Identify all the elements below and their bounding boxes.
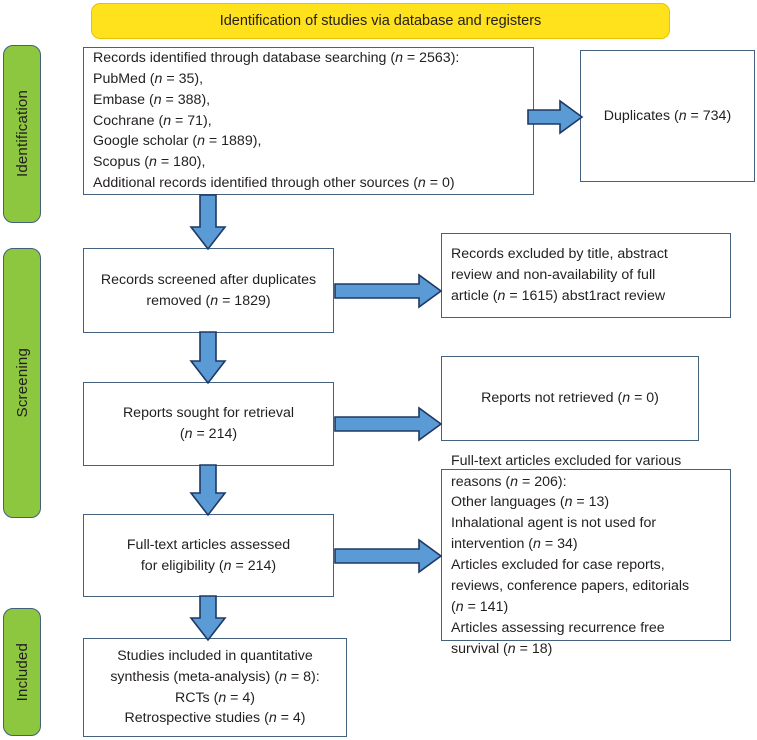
phase-label-included: Included <box>13 642 31 702</box>
box-reports-sought: Reports sought for retrieval(n = 214) <box>83 382 334 466</box>
phase-bar-identification: Identification <box>3 45 41 223</box>
box-reports-not-retrieved-text: Reports not retrieved (n = 0) <box>481 390 659 407</box>
box-duplicates: Duplicates (n = 734) <box>580 50 755 182</box>
box-reports-sought-text: Reports sought for retrieval(n = 214) <box>122 405 295 442</box>
phase-bar-screening: Screening <box>3 248 41 518</box>
diagram-header-banner: Identification of studies via database a… <box>91 3 670 39</box>
box-duplicates-text: Duplicates (n = 734) <box>603 107 732 124</box>
arrow-fulltext-to-included <box>189 595 227 642</box>
phase-bar-included: Included <box>3 608 41 736</box>
phase-label-screening: Screening <box>13 348 31 418</box>
box-records-identified: Records identified through database sear… <box>83 47 534 195</box>
arrow-identified-to-duplicates <box>527 99 584 135</box>
arrow-sought-to-not-retrieved <box>334 406 443 442</box>
arrow-screened-to-excluded <box>334 273 443 309</box>
arrow-identified-to-screened <box>189 194 227 251</box>
phase-label-identification: Identification <box>13 90 31 178</box>
diagram-title: Identification of studies via database a… <box>219 13 542 29</box>
arrow-fulltext-to-excluded <box>334 538 443 574</box>
box-records-identified-text: Records identified through database sear… <box>93 49 460 192</box>
box-reports-not-retrieved: Reports not retrieved (n = 0) <box>441 356 699 441</box>
arrow-sought-to-fulltext <box>189 464 227 517</box>
arrow-screened-to-sought <box>189 331 227 385</box>
